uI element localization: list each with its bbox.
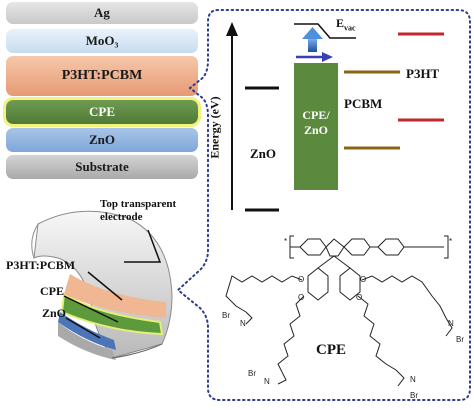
energy-label-pcbm: PCBM: [344, 96, 383, 111]
energy-axis-arrowhead: [226, 22, 238, 36]
layer-cpe-label: CPE: [89, 104, 115, 119]
structure-bracket-right: [444, 235, 449, 259]
fluorene-five-ring: [325, 238, 345, 257]
shift-arrow-head: [322, 52, 333, 62]
device-tube-opening: [31, 223, 39, 259]
energy-axis-label: Energy (eV): [207, 96, 222, 159]
layer-zno-label: ZnO: [88, 132, 115, 147]
label-top-electrode: Top transparent electrode: [100, 198, 177, 223]
ammonium-right-upper: [445, 317, 453, 337]
leader-top-electrode: [124, 229, 162, 263]
ammonium-right-lower: [395, 369, 405, 387]
device-band-p3ht-pcbm: [64, 274, 166, 318]
structure-bromide-1: Br: [222, 311, 230, 320]
chain-left-upper: [225, 275, 303, 313]
evac-line: [294, 23, 356, 39]
structure-star-left: *: [284, 237, 287, 246]
evac-label: Evac: [336, 16, 356, 32]
device-illustration: [31, 210, 173, 360]
structure-oxygen-1: O: [298, 275, 304, 284]
layer-ag-label: Ag: [94, 5, 110, 20]
layer-substrate-label: Substrate: [75, 159, 129, 174]
cpe-structure: [225, 235, 453, 387]
ammonium-left-lower: [277, 371, 287, 385]
structure-bromide-4: Br: [410, 391, 418, 400]
layer-p3ht-pcbm: P3HT:PCBM: [6, 56, 198, 96]
device-band-cpe: [60, 292, 164, 336]
chain-right-upper: [361, 275, 447, 319]
dipole-arrow-head: [302, 27, 323, 39]
dipole-arrow-shaft: [308, 38, 317, 52]
fluorene-ring-right: [343, 238, 371, 256]
structure-nitrogen-3: N: [448, 319, 454, 328]
structure-oxygen-3: O: [360, 275, 366, 284]
structure-bromide-3: Br: [456, 335, 464, 344]
layer-zno: ZnO: [6, 128, 198, 152]
layer-moo3: MoO₃: [6, 29, 198, 53]
structure-nitrogen-1: N: [240, 319, 246, 328]
energy-label-cpe-zno-line2: ZnO: [303, 123, 328, 137]
label-device-zno: ZnO: [42, 306, 67, 320]
leader-cpe: [63, 295, 119, 323]
evac-label-main: E: [336, 16, 345, 30]
chain-right-lower: [357, 295, 397, 371]
label-device-p3ht-pcbm: P3HT:PCBM: [6, 258, 76, 272]
label-device-cpe: CPE: [40, 284, 64, 298]
leader-zno: [65, 317, 101, 339]
ammonium-left-upper: [245, 311, 253, 325]
device-tube-front: [111, 343, 163, 359]
layer-p3ht-pcbm-label: P3HT:PCBM: [61, 68, 143, 83]
leader-p3ht-pcbm: [87, 271, 123, 301]
energy-label-cpe-zno: CPE/ ZnO: [294, 108, 338, 138]
layer-cpe: CPE: [3, 97, 201, 127]
chain-left-lower: [277, 295, 305, 373]
structure-nitrogen-2: N: [264, 377, 270, 386]
aryl-ring-left: [307, 267, 329, 301]
layer-moo3-label: MoO₃: [85, 33, 119, 48]
structure-star-right: *: [449, 237, 452, 246]
aryl-ring-right: [339, 267, 361, 301]
structure-oxygen-2: O: [298, 293, 304, 302]
layer-ag: Ag: [6, 2, 198, 24]
cpe-zno-box: [294, 63, 338, 190]
structure-oxygen-4: O: [356, 293, 362, 302]
structure-nitrogen-4: N: [410, 375, 416, 384]
fluorene-ring-left: [299, 238, 327, 256]
device-band-substrate: [58, 322, 116, 360]
evac-label-sub: vac: [344, 23, 356, 33]
callout-border: [176, 9, 471, 401]
energy-label-cpe-zno-line1: CPE/: [302, 108, 330, 122]
energy-label-p3ht: P3HT: [406, 66, 440, 81]
layer-substrate: Substrate: [6, 155, 198, 179]
structure-bromide-2: Br: [248, 369, 256, 378]
structure-name-label: CPE: [316, 342, 346, 358]
phenyl-ring: [377, 238, 405, 256]
energy-label-zno: ZnO: [250, 146, 277, 161]
